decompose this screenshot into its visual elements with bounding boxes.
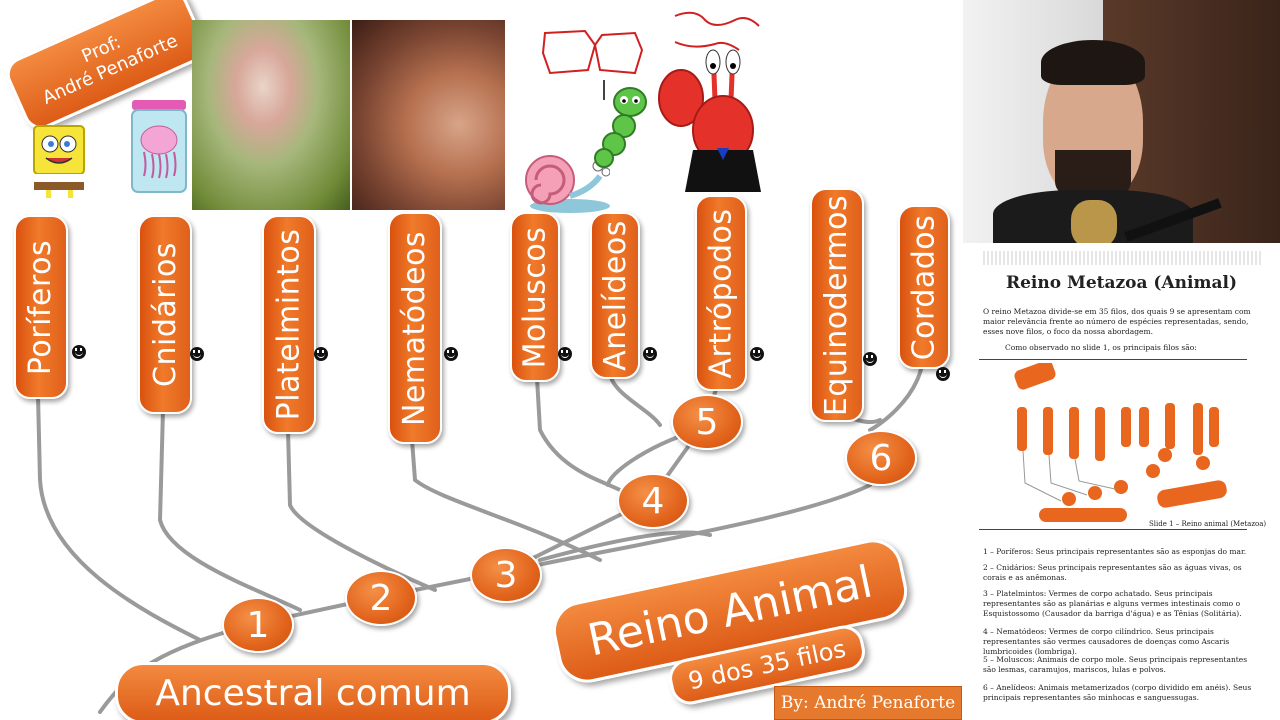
node-5: 5 <box>671 394 743 450</box>
document-title: Reino Metazoa (Animal) <box>1005 273 1237 293</box>
worm-image <box>590 80 650 168</box>
jellyfish-jar-image <box>128 98 190 194</box>
phylum-annelida: Anelídeos <box>590 212 640 379</box>
phylum-label: Anelídeos <box>597 220 633 371</box>
smiley-icon <box>190 347 204 361</box>
snail-image <box>510 148 611 214</box>
document-slide-thumbnail <box>981 360 1245 528</box>
document-note: Como observado no slide 1, os principais… <box>1005 343 1197 352</box>
root-label: Ancestral comum <box>115 662 511 720</box>
phylum-label: Equinodermos <box>819 194 855 416</box>
document-intro: O reino Metazoa divide-se em 35 filos, d… <box>983 307 1251 336</box>
spongebob-image <box>28 122 90 200</box>
credit-label: By: André Penaforte <box>774 686 962 720</box>
node-4: 4 <box>617 473 689 529</box>
phylum-nematoda: Nematódeos <box>388 212 442 444</box>
phylum-mollusca: Moluscos <box>510 212 560 382</box>
smiley-icon <box>558 347 572 361</box>
phylum-label: Nematódeos <box>397 230 433 426</box>
document-item-4: 4 – Nematódeos: Vermes de corpo cilíndri… <box>983 627 1230 656</box>
smiley-icon <box>936 367 950 381</box>
phylum-label: Moluscos <box>517 226 553 368</box>
document-item-5: 5 – Moluscos: Animais de corpo mole. Seu… <box>983 655 1248 674</box>
phylum-arthropoda: Artrópodos <box>695 195 747 391</box>
document-panel: Reino Metazoa (Animal) O reino Metazoa d… <box>963 243 1280 720</box>
node-2: 2 <box>345 570 417 626</box>
smiley-icon <box>314 347 328 361</box>
document-item-3: 3 – Platelmintos: Vermes de corpo achata… <box>983 589 1242 618</box>
node-1: 1 <box>222 597 294 653</box>
smiley-icon <box>863 352 877 366</box>
phylum-chordata: Cordados <box>898 205 950 369</box>
phylum-label: Artrópodos <box>703 207 739 379</box>
node-6: 6 <box>845 430 917 486</box>
smiley-icon <box>643 347 657 361</box>
smiley-icon <box>72 345 86 359</box>
webcam-feed <box>963 0 1280 243</box>
crab-image <box>655 10 765 195</box>
smiley-icon <box>750 347 764 361</box>
smiley-icon <box>444 347 458 361</box>
glasses-doodle <box>540 25 645 85</box>
phylum-label: Cordados <box>906 214 942 360</box>
phylum-echinodermata: Equinodermos <box>810 188 864 422</box>
flatworm-photo <box>192 20 350 210</box>
document-item-2: 2 – Cnidários: Seus principais represent… <box>983 563 1242 582</box>
document-item-1: 1 – Poríferos: Seus principais represent… <box>983 547 1247 556</box>
phylum-platyhelminthes: Platelmintos <box>262 215 316 434</box>
document-caption: Slide 1 – Reino animal (Metazoa) <box>1149 520 1267 528</box>
phylum-porifera: Poríferos <box>14 215 68 399</box>
node-3: 3 <box>470 547 542 603</box>
phylum-label: Platelmintos <box>271 228 307 421</box>
phylum-label: Cnidários <box>147 242 183 387</box>
document-item-6: 6 – Anelídeos: Animais metamerizados (co… <box>983 683 1252 702</box>
phylum-cnidaria: Cnidários <box>138 215 192 414</box>
phylum-label: Poríferos <box>23 239 59 375</box>
roundworm-photo <box>352 20 505 210</box>
